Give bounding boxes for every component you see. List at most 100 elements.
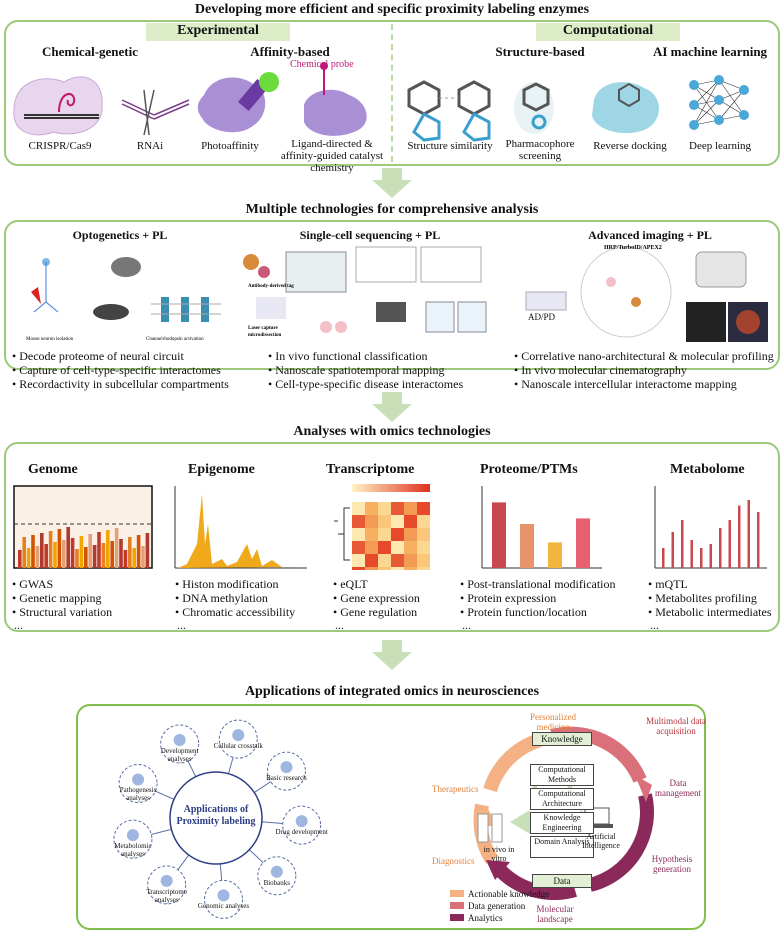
metabolome-bar	[748, 500, 751, 568]
data-mgmt-label: Data management	[652, 778, 704, 798]
heatmap-cell	[417, 541, 430, 554]
trans-ellipsis: ...	[335, 618, 344, 633]
opto-bullet: Decode proteome of neural circuit	[12, 349, 229, 363]
heatmap-cell	[352, 541, 365, 554]
metabolome-bar	[729, 520, 732, 568]
proteome-chart	[482, 486, 602, 568]
satellite-icon	[217, 889, 229, 901]
prot-bullets: Post-translational modification Protein …	[460, 577, 616, 619]
genome-bar	[102, 543, 106, 568]
epi-bullets: Histon modification DNA methylation Chro…	[175, 577, 295, 619]
genome-bar	[110, 541, 114, 568]
satellite-icon	[271, 866, 283, 878]
satellite-label: Pathogenesis analyses	[108, 786, 168, 802]
opto-bullets: Decode proteome of neural circuit Captur…	[12, 349, 229, 391]
personalized-label: Personalized medicine	[526, 712, 580, 732]
chemical-genetic-label: Chemical-genetic	[20, 44, 160, 60]
genome-bar	[106, 530, 110, 568]
heatmap-cell	[417, 502, 430, 515]
genome-bar	[40, 533, 44, 568]
rnai-icon	[122, 90, 189, 135]
met-ellipsis: ...	[650, 618, 659, 633]
epigenome-label: Epigenome	[188, 462, 255, 478]
prot-bullet: Post-translational modification	[460, 577, 616, 591]
legend-label: Actionable knowledge	[468, 889, 549, 899]
heatmap-cell	[365, 541, 378, 554]
genome-bullet: Genetic mapping	[12, 591, 112, 605]
heatmap-cell	[378, 528, 391, 541]
metabolome-bar	[700, 548, 703, 568]
ligand-icon	[304, 62, 367, 136]
heatmap-cell	[365, 528, 378, 541]
genome-bar	[53, 542, 57, 568]
section3-title: Analyses with omics technologies	[0, 424, 784, 440]
scseq-illustration: Antibody-derived tag Laser capture micro…	[243, 247, 486, 338]
svg-text:HRP/TurboID/APEX2: HRP/TurboID/APEX2	[604, 245, 662, 251]
satellite-label: Metabolomic analyses	[103, 842, 163, 858]
heatmap-cell	[391, 515, 404, 528]
genome-bullet: GWAS	[12, 577, 112, 591]
genome-bar	[27, 548, 31, 568]
heatmap-cell	[417, 528, 430, 541]
heatmap-cell	[404, 541, 417, 554]
epigenome-chart	[175, 486, 307, 568]
satellite-icon	[161, 875, 173, 887]
legend-item: Data generation	[450, 900, 549, 912]
optogenetics-illustration: Mouse neuron isolation Channelrhodopsin …	[26, 257, 221, 342]
satellite-label: Drug development	[272, 828, 332, 836]
genome-bar	[22, 537, 26, 568]
genome-bar	[84, 547, 88, 568]
metabolome-chart	[655, 486, 767, 568]
svg-text:Mouse neuron isolation: Mouse neuron isolation	[26, 337, 74, 342]
genome-bar	[88, 534, 92, 568]
genome-bar	[58, 529, 62, 568]
trans-bullet: Gene expression	[333, 591, 420, 605]
metabolome-label: Metabolome	[670, 462, 745, 478]
genome-bar	[115, 528, 119, 568]
section2-title: Multiple technologies for comprehensive …	[0, 202, 784, 218]
genome-ellipsis: ...	[14, 618, 23, 633]
heatmap-cell	[378, 541, 391, 554]
trans-bullet: eQLT	[333, 577, 420, 591]
metabolome-bar	[691, 540, 694, 568]
heatmap-cell	[404, 554, 417, 567]
metabolome-bar	[672, 532, 675, 568]
heatmap-cell	[391, 528, 404, 541]
opto-bullet: Capture of cell-type-specific interactom…	[12, 363, 229, 377]
genome-bar	[141, 546, 145, 568]
genome-bar	[62, 540, 66, 568]
heatmap-cell	[417, 515, 430, 528]
technology-illustrations: Mouse neuron isolation Channelrhodopsin …	[6, 242, 776, 346]
legend-swatch	[450, 902, 464, 909]
in-vivo-label: in vivo in vitro	[476, 845, 522, 863]
crispr-icon	[14, 77, 102, 135]
genome-bar	[66, 527, 70, 568]
enzyme-icons	[4, 60, 780, 142]
satellite-label: Biobanks	[247, 879, 307, 887]
photoaffinity-icon	[198, 72, 279, 132]
imaging-illustration: HRP/TurboID/APEX2	[526, 245, 768, 342]
svg-text:Channelrhodopsin activation: Channelrhodopsin activation	[146, 337, 204, 342]
reverse-docking-label: Reverse docking	[585, 140, 675, 152]
heatmap-cell	[391, 541, 404, 554]
hub-center-label: Applications of Proximity labeling	[176, 804, 256, 828]
met-bullets: mQTL Metabolites profiling Metabolic int…	[648, 577, 772, 619]
proteome-label: Proteome/PTMs	[480, 462, 578, 478]
heatmap-colorbar	[352, 484, 430, 492]
sc-bullet: Nanoscale spatiotemporal mapping	[268, 363, 463, 377]
genome-bar	[36, 546, 40, 568]
arrow-down-3	[370, 640, 414, 670]
heatmap-cell	[404, 502, 417, 515]
img-bullet: Correlative nano-architectural & molecul…	[514, 349, 774, 363]
diagnostics-label: Diagnostics	[432, 856, 475, 866]
dendrogram	[334, 508, 350, 560]
legend-item: Actionable knowledge	[450, 888, 549, 900]
genome-bullet: Structural variation	[12, 605, 112, 619]
prot-bullet: Protein expression	[460, 591, 616, 605]
metabolome-bar	[710, 544, 713, 568]
heatmap-cell	[378, 567, 391, 570]
heatmap-cell	[404, 515, 417, 528]
rnai-label: RNAi	[115, 140, 185, 152]
deep-learning-label: Deep learning	[680, 140, 760, 152]
heatmap-cell	[352, 528, 365, 541]
